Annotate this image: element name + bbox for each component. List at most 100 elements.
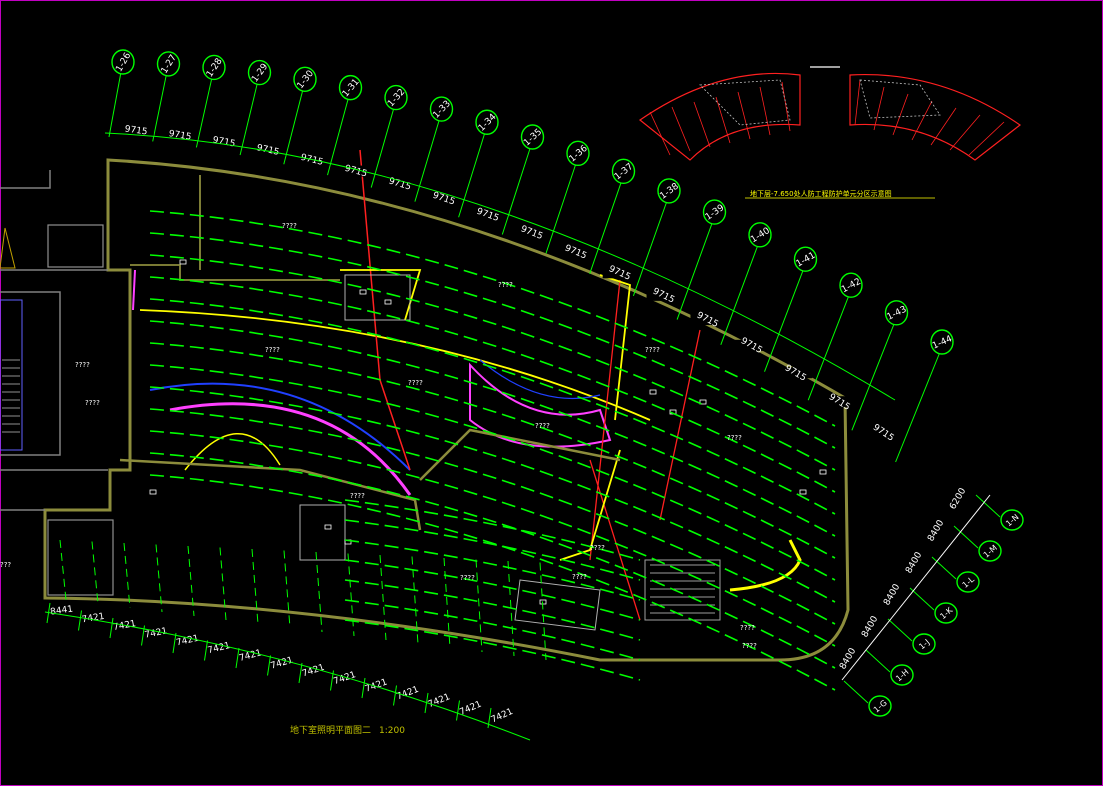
axis-line [676, 221, 713, 320]
axis-line [865, 649, 891, 673]
lighting-row [149, 386, 836, 603]
lighting-stub [59, 539, 67, 601]
axis-bubble [156, 51, 181, 77]
lighting-row [149, 210, 836, 427]
dim-label: 8441 [50, 604, 74, 617]
dim-label: 9715 [739, 336, 764, 356]
lighting-row [149, 320, 836, 537]
dim-bg [646, 289, 681, 301]
axis-line [843, 680, 869, 704]
lighting-stub [155, 544, 163, 613]
dim-label: 7421 [144, 626, 168, 640]
inset-radial [873, 86, 885, 131]
dim-bg [427, 193, 462, 205]
dim-bg [690, 314, 725, 326]
axis-line [975, 494, 1001, 518]
lighting-stub [475, 559, 483, 653]
lighting-rows [59, 210, 836, 691]
fixture [179, 259, 187, 265]
inset-caption: 地下层-7.650处人防工程防护单元分区示意图 [750, 189, 892, 198]
axis-bubble [748, 222, 772, 248]
inset-radial [737, 91, 751, 140]
dim-bg [778, 367, 813, 379]
dim-line [841, 494, 991, 681]
dim-label: 7421 [427, 692, 452, 710]
building-outline [0, 158, 850, 662]
adjacent-building [0, 170, 108, 511]
room-label: ???? [727, 434, 742, 442]
stair-core [0, 299, 23, 451]
axis-bubble [956, 571, 980, 593]
axis-line [458, 132, 486, 218]
axis-bubble [930, 329, 954, 355]
room-label: ???? [590, 544, 605, 552]
dim-tick [204, 640, 208, 661]
axis-line [414, 118, 440, 202]
lighting-row [149, 232, 836, 449]
lighting-stub [251, 548, 259, 625]
dim-tick [267, 655, 271, 676]
dim-label: 9715 [519, 224, 544, 242]
fixture [359, 289, 367, 295]
red-line [589, 279, 701, 621]
fixture [149, 489, 157, 495]
lighting-row [344, 619, 641, 681]
room-label: ???? [265, 346, 280, 354]
magenta-wall [169, 402, 412, 496]
axis-line [720, 244, 759, 346]
axis-bubble [1000, 509, 1024, 531]
inset-fan-right [849, 73, 1022, 161]
fixture [799, 489, 807, 495]
lighting-stub [443, 557, 451, 649]
lighting-stub [347, 553, 355, 637]
room-labels: ????????????????????????????????????????… [0, 222, 757, 650]
dim-label: 8400 [838, 646, 858, 671]
dim-label: 9715 [563, 243, 588, 261]
axis-line [283, 89, 304, 165]
dim-tick [298, 662, 303, 684]
dim-label: 9715 [212, 135, 236, 149]
room-label: ???? [350, 492, 365, 500]
dim-label: 7421 [332, 670, 357, 687]
axis-bubble [384, 84, 408, 111]
axis-line [195, 77, 213, 148]
lighting-row [149, 430, 836, 647]
room-label: ???? [572, 573, 587, 581]
lighting-stub [91, 541, 99, 605]
inset-hatch [699, 79, 941, 126]
axis-line [108, 71, 122, 138]
lighting-row [149, 364, 836, 581]
room-label: ???? [740, 624, 755, 632]
room-label: ???? [645, 346, 660, 354]
axis-line [589, 181, 622, 274]
inset-radial [671, 106, 691, 152]
fixture [649, 389, 657, 395]
axis-bubble [912, 633, 936, 655]
axis-bubble [293, 66, 317, 92]
dim-bg [383, 178, 418, 190]
lighting-row [344, 599, 641, 661]
dim-tick [456, 700, 460, 721]
stair-block [644, 559, 721, 621]
axis-bubble [611, 158, 636, 185]
yellow-arc [184, 433, 281, 471]
lighting-stub [315, 551, 323, 633]
outer-wall [43, 158, 850, 662]
dim-tick [393, 685, 397, 706]
inset-radial [911, 100, 933, 141]
axis-bubble [566, 140, 590, 167]
room-label: ???? [460, 574, 475, 582]
dim-bg [163, 129, 198, 141]
axis-line [501, 146, 531, 235]
axis-bubble [202, 54, 226, 81]
axis-line [851, 322, 895, 431]
lighting-stub [379, 554, 387, 641]
lighting-stub [219, 547, 227, 621]
lighting-row [344, 519, 641, 581]
dim-bg [470, 209, 505, 221]
room-label: ???? [282, 222, 297, 230]
lighting-row [344, 559, 641, 621]
atrium-blue [479, 359, 601, 400]
